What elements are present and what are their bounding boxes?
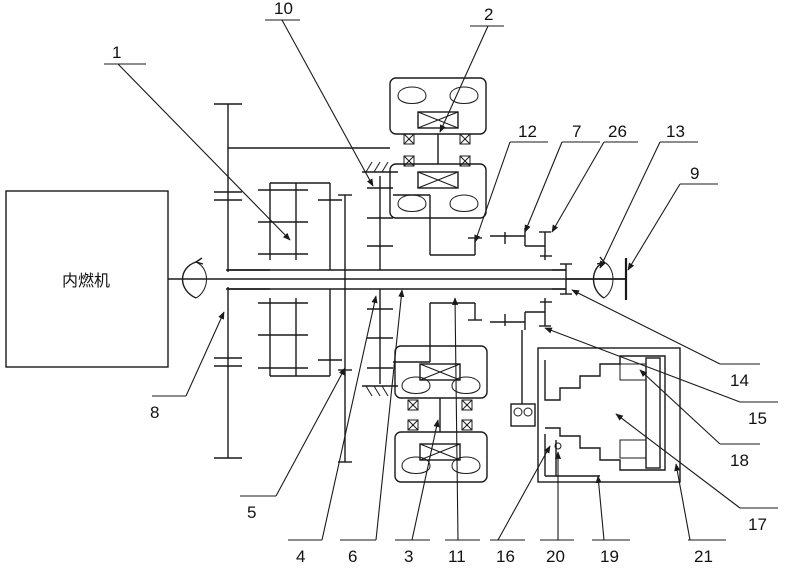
callout-15: 15	[748, 409, 767, 428]
callout-13: 13	[666, 122, 685, 141]
callout-11: 11	[448, 547, 466, 566]
leader-lines	[104, 19, 778, 541]
callout-3: 3	[404, 547, 413, 566]
engine-block: 内燃机	[5, 190, 169, 368]
callout-26: 26	[608, 122, 627, 141]
input-planetary-set	[214, 103, 390, 459]
callout-17: 17	[748, 515, 767, 534]
callout-14: 14	[730, 371, 749, 390]
callout-16: 16	[496, 547, 515, 566]
callout-18: 18	[730, 451, 749, 470]
callout-12: 12	[518, 122, 537, 141]
engine-rotation-icon	[181, 257, 207, 299]
callout-4: 4	[296, 547, 305, 566]
callout-5: 5	[247, 503, 256, 522]
callout-9: 9	[690, 164, 699, 183]
callout-7: 7	[572, 122, 581, 141]
callout-10: 10	[274, 0, 293, 18]
center-gear-stage	[338, 161, 430, 463]
callout-19: 19	[600, 547, 619, 566]
output-shaft	[566, 256, 628, 300]
main-shaft	[168, 269, 626, 290]
right-gear-train	[429, 195, 572, 404]
hydraulic-actuator	[537, 347, 681, 483]
callout-8: 8	[150, 403, 159, 422]
motor-upper	[389, 77, 487, 219]
oil-pump-icon	[510, 403, 536, 427]
callout-2: 2	[484, 5, 493, 24]
callout-6: 6	[348, 547, 357, 566]
callout-numbers: 1 2 10 12 7 26 13 9 8 5 4 6 3 11 16 20 1…	[112, 0, 767, 566]
callout-20: 20	[546, 547, 565, 566]
engine-label: 内燃机	[62, 271, 110, 290]
callout-21: 21	[694, 547, 713, 566]
callout-1: 1	[112, 43, 121, 62]
motor-lower	[394, 345, 488, 483]
